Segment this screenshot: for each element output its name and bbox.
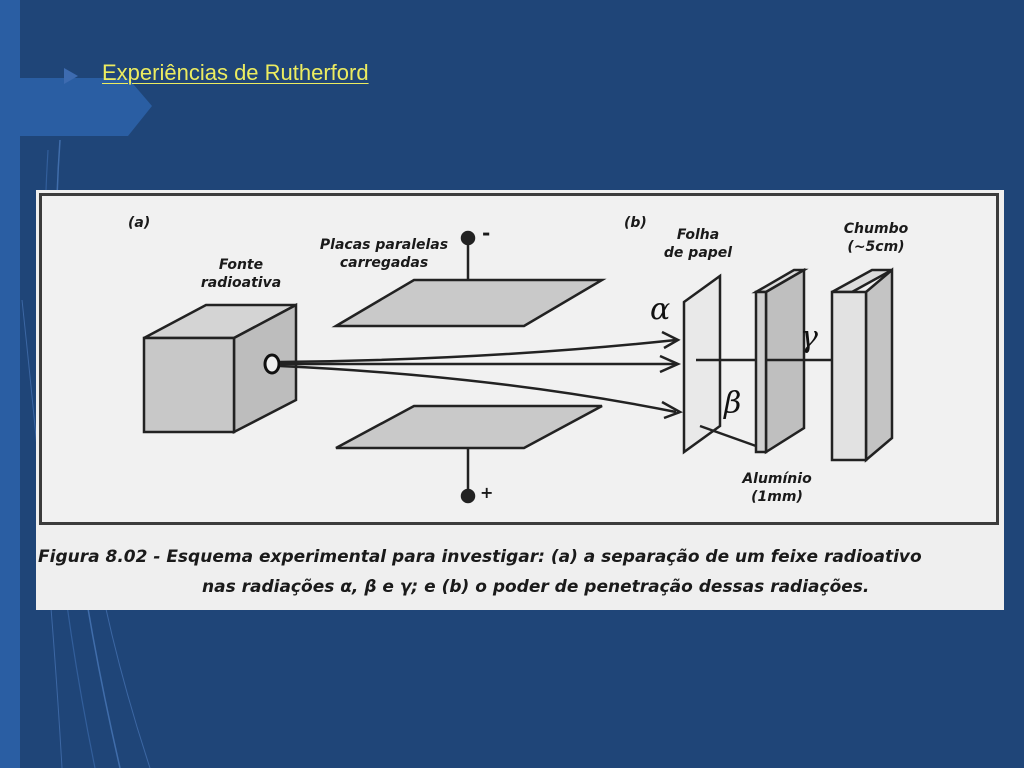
beta-symbol: β: [724, 386, 742, 421]
aluminum-sheet: [751, 267, 809, 455]
paper-sheet: [682, 273, 722, 455]
slide-title[interactable]: Experiências de Rutherford: [102, 60, 369, 85]
gamma-symbol: γ: [800, 320, 818, 355]
radiation-beams: [279, 330, 683, 420]
rutherford-figure: (a) Fonte radioativa Placas paralelas ca…: [36, 190, 1004, 610]
panel-a-label: (a): [128, 215, 151, 231]
caption-line-1: Figura 8.02 - Esquema experimental para …: [38, 547, 922, 567]
source-opening: [263, 353, 281, 375]
positive-sign: +: [480, 483, 494, 502]
penetration-lines: [696, 358, 832, 448]
plates-label: Placas paralelas carregadas: [319, 237, 449, 271]
caption-line-2: nas radiações α, β e γ; e (b) o poder de…: [202, 577, 870, 597]
panel-b-label: (b): [624, 215, 647, 231]
source-label: Fonte radioativa: [200, 257, 282, 291]
positive-plate: [335, 404, 603, 504]
lead-label: Chumbo (~5cm): [843, 221, 909, 255]
title-arrow-shape: [20, 68, 152, 136]
side-accent-strip: [0, 0, 20, 768]
experiment-diagram: [142, 230, 894, 504]
lead-block: [830, 267, 894, 463]
negative-sign: -: [482, 221, 491, 245]
paper-label: Folha de papel: [663, 227, 733, 261]
aluminum-label: Alumínio (1mm): [742, 471, 812, 505]
figure-caption: Figura 8.02 - Esquema experimental para …: [38, 542, 1000, 602]
alpha-symbol: α: [650, 292, 671, 327]
negative-plate: [331, 230, 607, 328]
